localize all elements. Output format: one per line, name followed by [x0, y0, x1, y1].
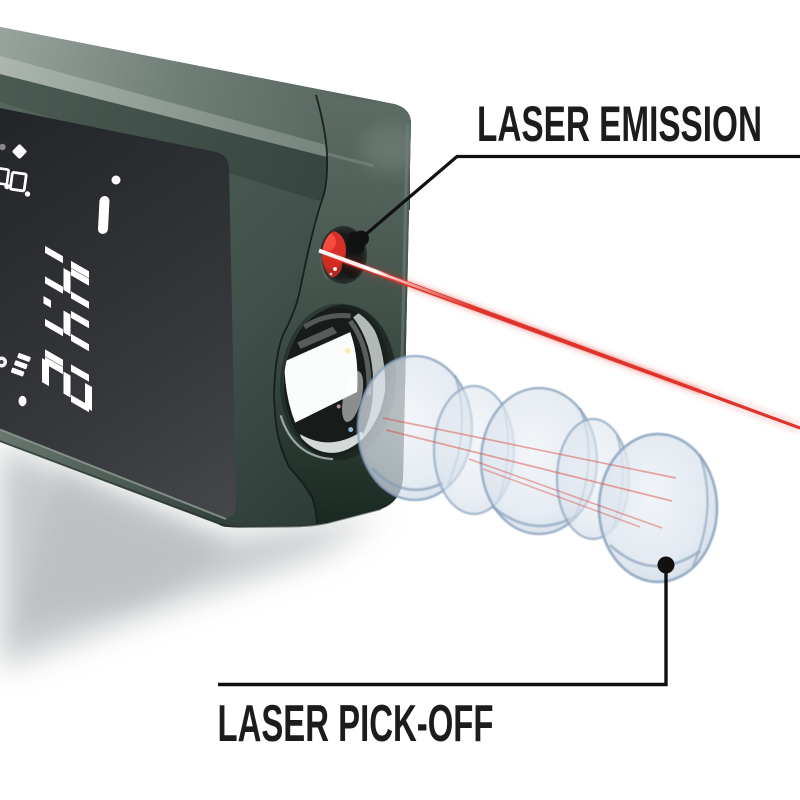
svg-text:LASER EMISSION: LASER EMISSION: [477, 95, 762, 152]
svg-text:LASER PICK-OFF: LASER PICK-OFF: [218, 694, 494, 752]
